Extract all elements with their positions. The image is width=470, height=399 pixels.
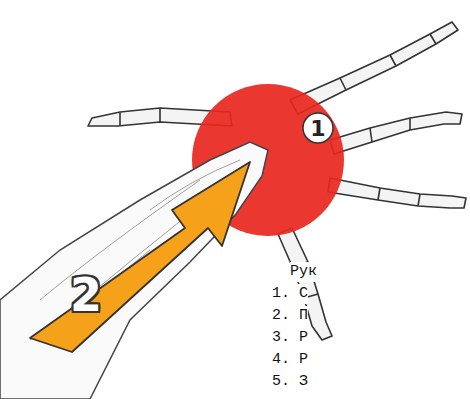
direction-arrow — [30, 162, 250, 352]
list-item: 4. Р — [272, 350, 308, 370]
callout-number: 1 — [310, 116, 325, 141]
list-heading: Рук — [290, 262, 317, 282]
list-item: 3. Р — [272, 328, 308, 348]
callout-circle — [303, 113, 333, 143]
list-item: 1. С — [272, 284, 308, 304]
list-item: 5. З — [272, 372, 308, 392]
forearm — [0, 142, 268, 399]
callout-number: 2 — [70, 268, 102, 322]
list-item: 2. П — [272, 306, 308, 326]
